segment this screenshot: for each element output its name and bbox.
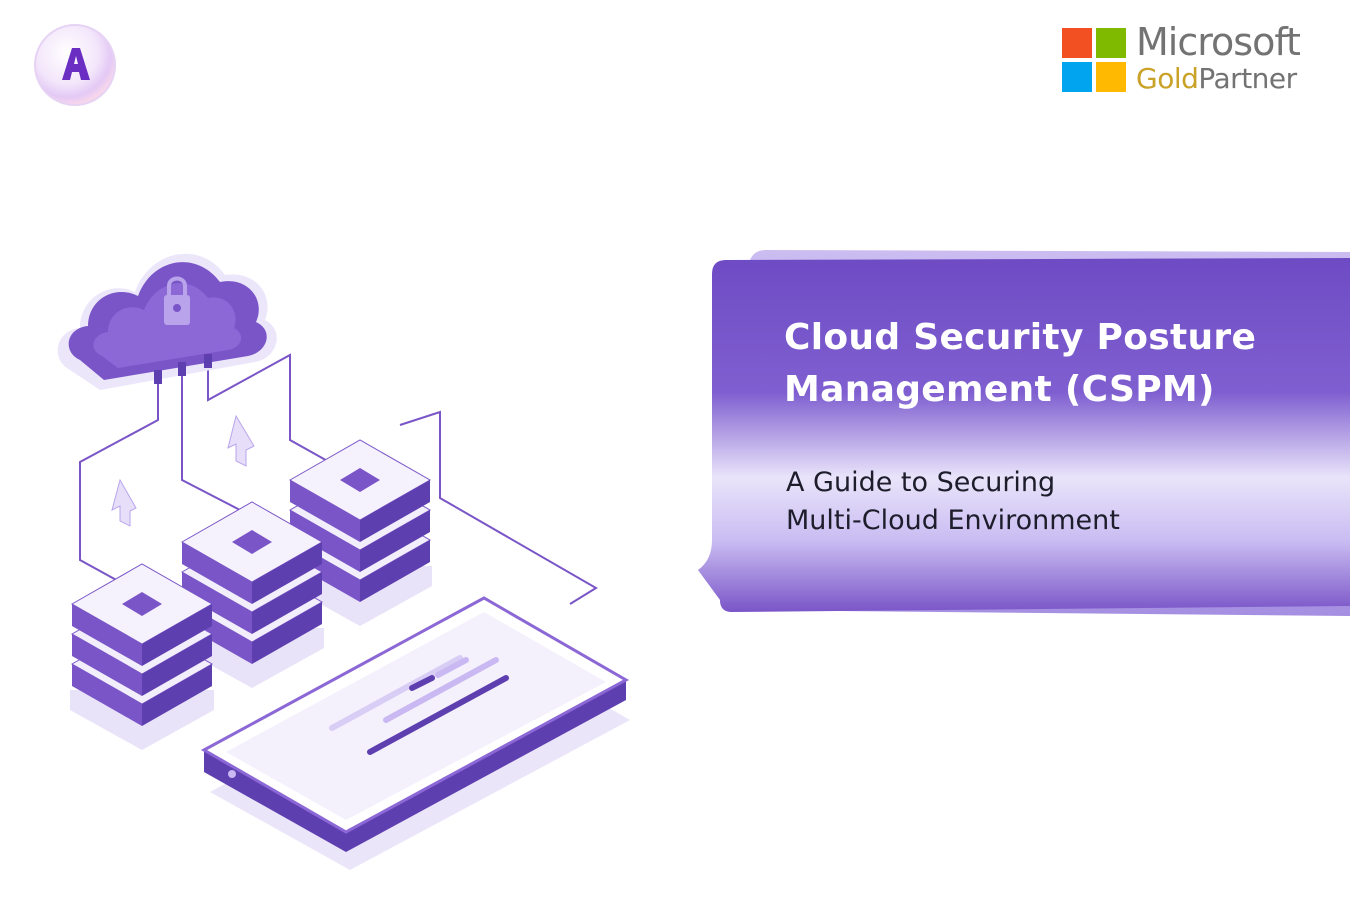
subtitle-line-2: Multi-Cloud Environment (786, 505, 1120, 536)
title-line-2: Management (CSPM) (784, 369, 1215, 410)
page-subtitle: A Guide to Securing Multi-Cloud Environm… (786, 464, 1286, 540)
page-title: Cloud Security Posture Management (CSPM) (784, 312, 1304, 416)
microsoft-wordmark: Microsoft (1136, 20, 1301, 64)
partner-tier: Gold (1136, 62, 1199, 95)
network-cable-icon (79, 353, 598, 605)
partner-label-text: Partner (1198, 62, 1297, 95)
title-line-1: Cloud Security Posture (784, 317, 1257, 358)
subtitle-line-1: A Guide to Securing (786, 467, 1056, 498)
brand-logo (32, 22, 118, 108)
title-banner: Cloud Security Posture Management (CSPM)… (690, 240, 1350, 630)
server-stack-icon (70, 563, 214, 750)
cloud-lock-icon (57, 253, 277, 390)
ms-square-yellow (1096, 62, 1126, 92)
partner-tier-label: GoldPartner (1136, 62, 1297, 95)
laptop-screen-icon (200, 596, 630, 870)
cloud-servers-illustration (40, 180, 660, 880)
server-stack-icon (180, 501, 324, 688)
server-stack-icon (288, 439, 432, 626)
ms-square-green (1096, 28, 1126, 58)
ms-square-red (1062, 28, 1092, 58)
letter-a-bubble-logo-icon (34, 24, 116, 106)
microsoft-partner-badge: Microsoft GoldPartner (1062, 20, 1324, 96)
ms-square-blue (1062, 62, 1092, 92)
upload-arrow-icon (111, 414, 255, 527)
microsoft-four-squares-logo-icon (1062, 28, 1126, 92)
